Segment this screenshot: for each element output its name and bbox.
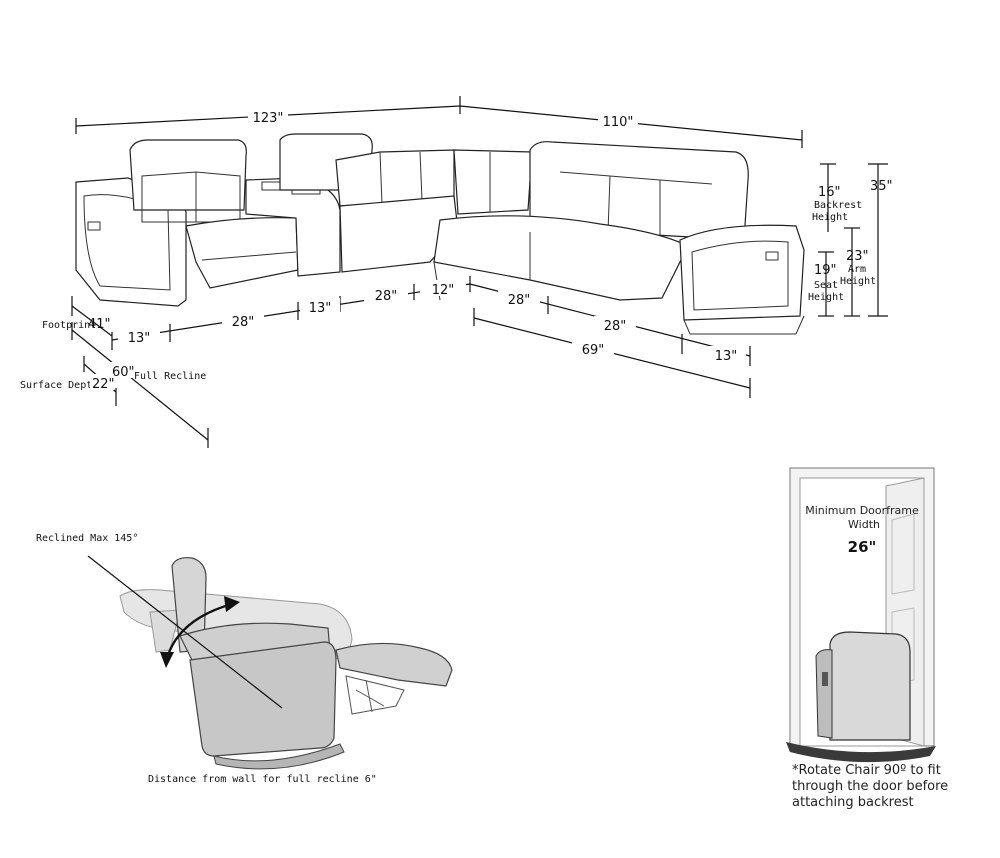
footprint-label: Footprint <box>42 320 96 331</box>
surface-depth-value: 22" <box>92 377 115 392</box>
full-recline-label: Full Recline <box>134 371 206 382</box>
right-total-width: 69" <box>582 343 605 358</box>
arm-height-label-2: Height <box>840 276 876 287</box>
backrest-height-value: 16" <box>818 185 841 200</box>
recliner-side-view: Reclined Max 145° Distance from wall for… <box>36 533 453 785</box>
overall-right-width: 110" <box>603 115 634 130</box>
backrest-height-label-2: Height <box>812 212 848 223</box>
left-arm-width: 13" <box>128 331 151 346</box>
backrest-height-label: Backrest <box>814 200 862 211</box>
wall-distance-caption: Distance from wall for full recline 6" <box>148 774 377 785</box>
rotate-chair-note-3: attaching backrest <box>792 795 914 810</box>
overall-width-dimensions: 123" 110" <box>75 96 803 148</box>
rotate-chair-note-2: through the door before <box>792 779 948 794</box>
surface-depth-label: Surface Depth <box>20 380 98 391</box>
footprint-value: 41" <box>88 317 111 332</box>
arm-height-value: 23" <box>846 249 869 264</box>
seat-height-value: 19" <box>814 263 837 278</box>
height-dimensions: 16" Backrest Height 19" Seat Height 23" … <box>808 163 893 317</box>
doorframe-title: Minimum Doorframe <box>805 504 919 517</box>
doorframe-width-value: 26" <box>848 538 877 556</box>
right-seat-1-width: 28" <box>508 293 531 308</box>
right-seat-2-width: 28" <box>604 319 627 334</box>
arm-height-label: Arm <box>848 264 866 275</box>
total-height-value: 35" <box>870 179 893 194</box>
left-seat-width: 28" <box>232 315 255 330</box>
corner-width: 12" <box>432 283 455 298</box>
seat-height-label-2: Height <box>808 292 844 303</box>
seat-height-label: Seat <box>814 280 838 291</box>
rotate-chair-note: *Rotate Chair 90º to fit <box>792 763 941 778</box>
right-arm-width: 13" <box>715 349 738 364</box>
segment-dimensions: 13" 28" 13" 28" 12" 28" 28" 13" 69" <box>111 276 751 398</box>
console-width: 13" <box>309 301 332 316</box>
doorframe-title-2: Width <box>848 518 880 531</box>
sectional-sofa-illustration <box>75 133 805 335</box>
corner-left-seat-width: 28" <box>375 289 398 304</box>
full-recline-value: 60" <box>112 365 135 380</box>
recline-angle-label: Reclined Max 145° <box>36 533 138 544</box>
doorframe-illustration: Minimum Doorframe Width 26" *Rotate Chai… <box>786 467 948 810</box>
overall-left-width: 123" <box>253 111 284 126</box>
depth-dimensions: Footprint 41" 60" Full Recline Surface D… <box>20 296 209 448</box>
